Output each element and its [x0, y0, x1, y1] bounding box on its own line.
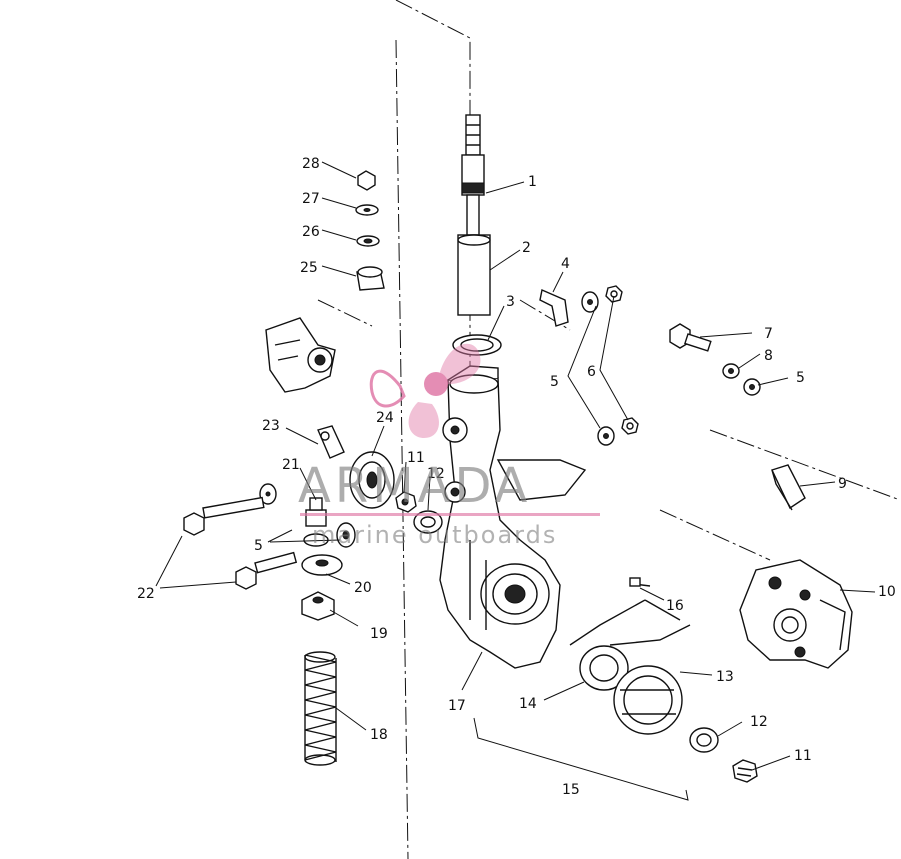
callout-13: 13 — [716, 669, 734, 685]
callout-17: 17 — [448, 698, 466, 714]
callout-9: 9 — [838, 476, 847, 492]
callout-5c: 5 — [254, 538, 263, 554]
callout-11b: 11 — [794, 748, 812, 764]
hub-bearing — [613, 665, 683, 735]
watermark: ARMADA marine outboards — [298, 343, 600, 549]
group-bracket — [473, 717, 689, 801]
center-lines — [317, 0, 901, 859]
callout-28: 28 — [302, 156, 320, 172]
callout-20: 20 — [354, 580, 372, 596]
callout-5b: 5 — [796, 370, 805, 386]
shock-shaft — [461, 114, 485, 236]
callout-15: 15 — [562, 782, 580, 798]
callout-12a: 12 — [427, 466, 445, 482]
callout-18: 18 — [370, 727, 388, 743]
callout-14: 14 — [519, 696, 537, 712]
steering-knuckle — [439, 365, 587, 669]
callout-25: 25 — [300, 260, 318, 276]
leader-lines — [155, 161, 876, 771]
seal-ring — [452, 334, 502, 356]
callout-19: 19 — [370, 626, 388, 642]
watermark-brand: ARMADA — [298, 458, 531, 514]
watermark-tagline: marine outboards — [312, 521, 557, 549]
callout-26: 26 — [302, 224, 320, 240]
ball-stud — [317, 425, 345, 459]
callout-27: 27 — [302, 191, 320, 207]
callout-4: 4 — [561, 256, 570, 272]
watermark-underline — [300, 513, 600, 516]
propeller-blade-bottom — [408, 402, 439, 438]
callout-6: 6 — [587, 364, 596, 380]
callout-11a: 11 — [407, 450, 425, 466]
callout-16: 16 — [666, 598, 684, 614]
mounting-bolts — [183, 496, 298, 590]
callout-24: 24 — [376, 410, 394, 426]
bracket-clip — [539, 289, 569, 327]
coil-spring — [304, 651, 337, 766]
callout-8: 8 — [764, 348, 773, 364]
callout-21: 21 — [282, 457, 300, 473]
propeller-hub — [424, 372, 448, 396]
hub-nut — [732, 759, 758, 783]
callout-7: 7 — [764, 326, 773, 342]
bolt-washer — [259, 483, 277, 505]
upper-link-mount — [265, 317, 336, 393]
callout-2: 2 — [522, 240, 531, 256]
propeller-blade-top — [440, 343, 481, 385]
brake-pad — [771, 464, 806, 511]
bearing — [349, 451, 395, 509]
brake-caliper — [739, 559, 853, 669]
caliper-bolt — [669, 323, 761, 396]
callout-5: 5 — [550, 374, 559, 390]
propeller-blade-left — [369, 369, 406, 408]
wheel-sensor — [569, 577, 691, 646]
callout-22: 22 — [137, 586, 155, 602]
washer-and-nut-set — [581, 285, 639, 446]
upper-mount-hardware — [355, 170, 385, 291]
callout-3: 3 — [506, 294, 515, 310]
hub-washer — [689, 727, 719, 753]
callout-12b: 12 — [750, 714, 768, 730]
shock-body — [457, 234, 491, 316]
hub-seal — [579, 645, 629, 691]
callout-1: 1 — [528, 174, 537, 190]
callout-10: 10 — [878, 584, 896, 600]
watermark-propeller-logo — [369, 343, 481, 438]
callout-23: 23 — [262, 418, 280, 434]
lower-washer — [301, 554, 343, 576]
lower-nut — [301, 591, 335, 621]
spindle-washer-small — [413, 510, 443, 534]
